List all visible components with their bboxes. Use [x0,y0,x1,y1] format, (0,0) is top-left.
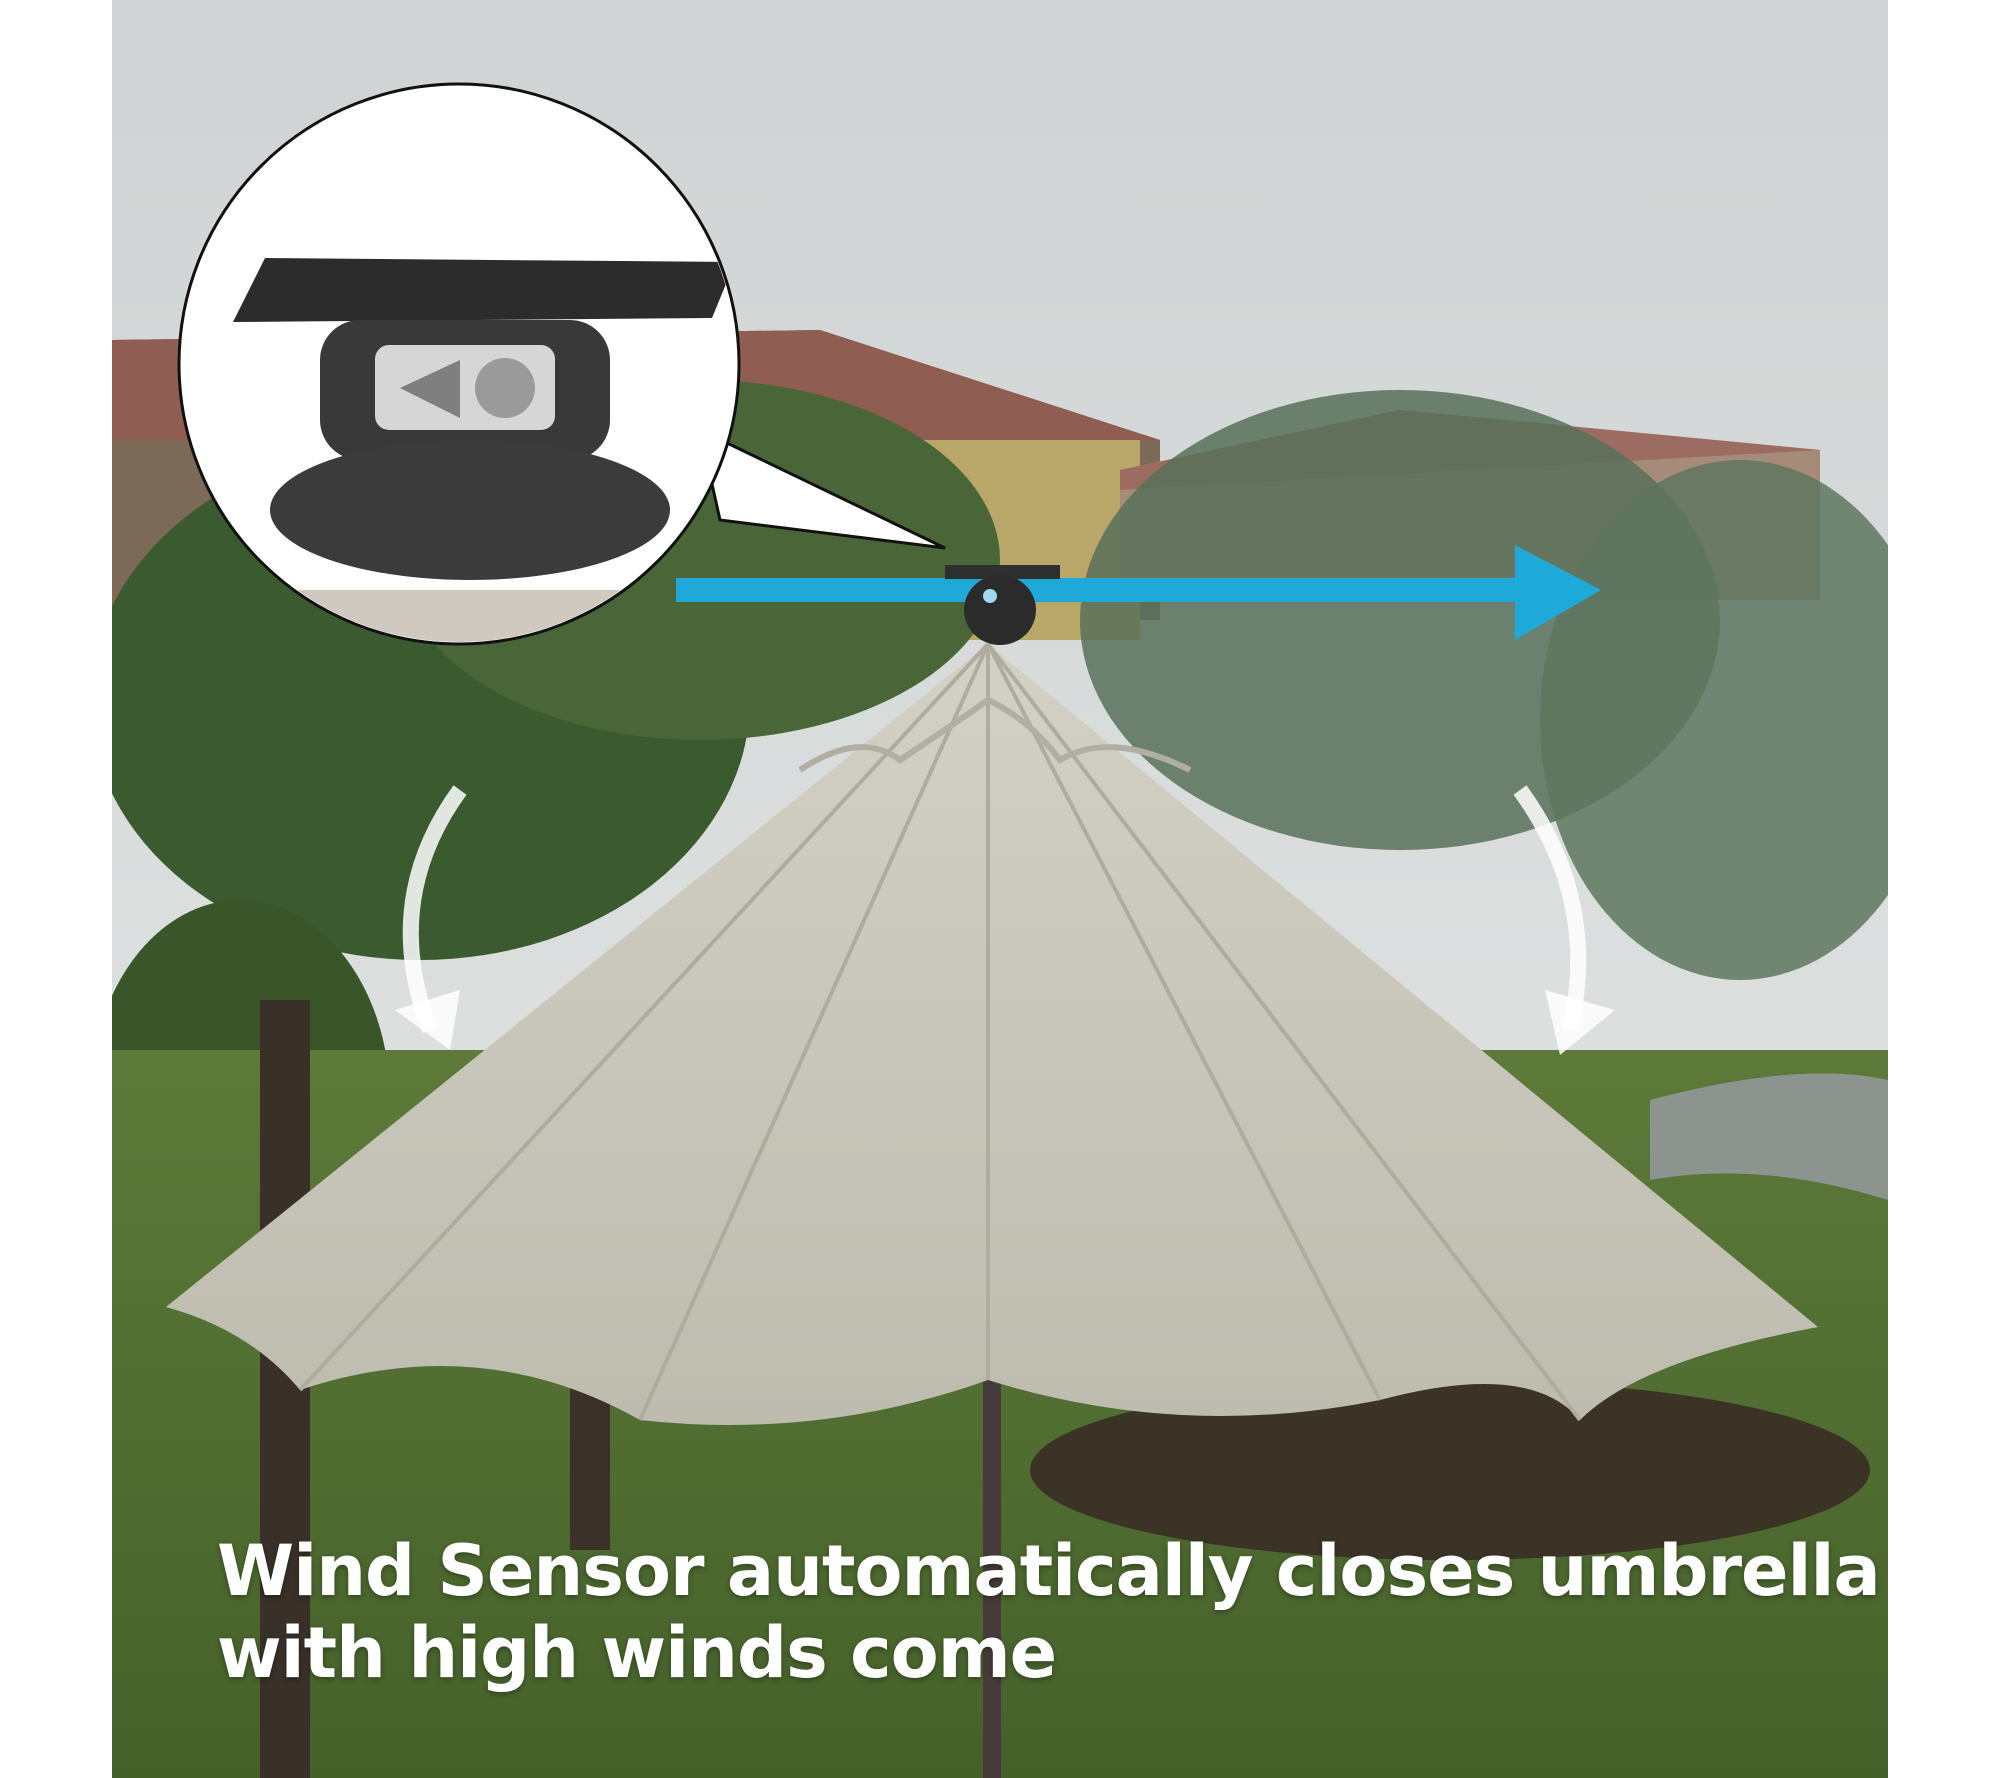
sensor-closeup-callout [177,82,946,646]
closing-arrow-left-icon [402,785,467,1033]
flower-bed [1030,1380,1870,1560]
umbrella-canopy [166,642,1818,1425]
caption-line-1: Wind Sensor automatically closes umbrell… [217,1530,1881,1612]
wind-sensor [945,565,1060,645]
wind-direction-arrow [676,545,1601,640]
caption-line-2: with high winds come [217,1612,1057,1694]
closing-arrow-right-icon [1513,785,1587,1032]
caption: Wind Sensor automatically closes umbrell… [217,1530,1881,1694]
path [1650,1073,1888,1200]
